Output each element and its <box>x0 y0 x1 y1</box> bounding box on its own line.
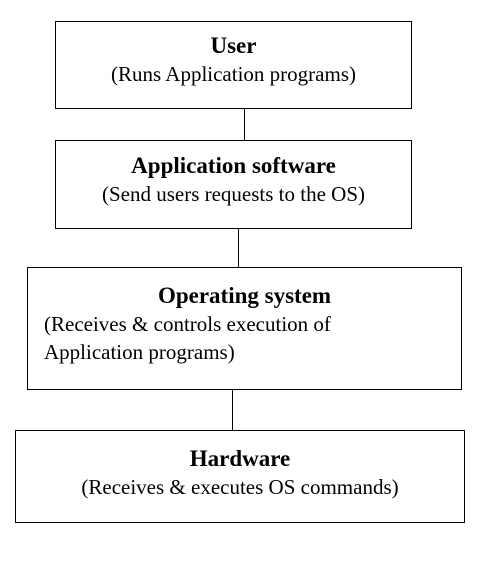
box-operating-system-title: Operating system <box>157 283 332 308</box>
box-hardware-description: (Receives & executes OS commands) <box>81 475 399 499</box>
box-operating-system-description-line-2: Application programs) <box>44 340 235 364</box>
box-operating-system-description-line-1: (Receives & controls execution of <box>44 312 331 336</box>
connector-os-to-hardware <box>232 390 233 430</box>
box-user: User (Runs Application programs) <box>55 21 412 109</box>
box-user-title: User <box>210 33 257 58</box>
box-application-software-description: (Send users requests to the OS) <box>101 182 366 206</box>
box-application-software-title: Application software <box>131 153 336 178</box>
box-hardware: Hardware (Receives & executes OS command… <box>15 430 465 523</box>
box-operating-system: Operating system (Receives & controls ex… <box>27 267 462 390</box>
box-user-description: (Runs Application programs) <box>111 62 356 86</box>
connector-application-to-os <box>238 229 239 267</box>
box-application-software: Application software (Send users request… <box>55 140 412 229</box>
connector-user-to-application <box>244 109 245 140</box>
box-hardware-title: Hardware <box>189 446 291 471</box>
